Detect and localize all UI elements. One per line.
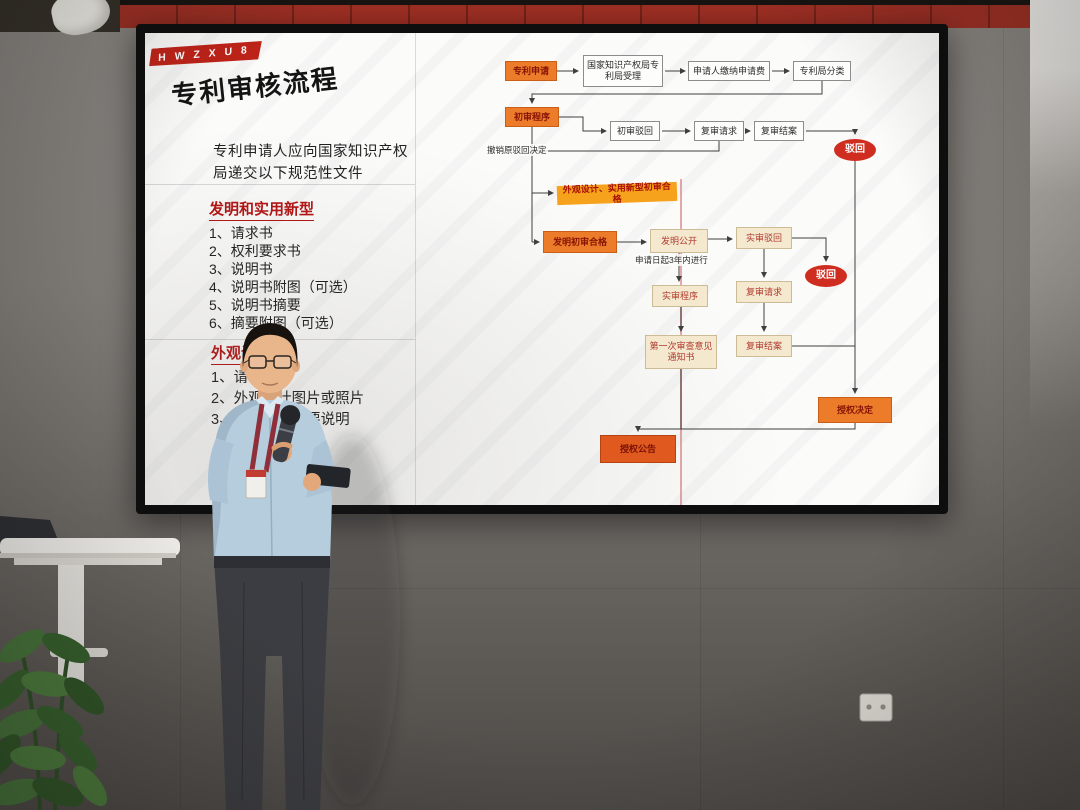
document-list-item: 1、请求书 xyxy=(209,225,273,241)
collar xyxy=(256,396,284,418)
invention-doc-list: 1、请求书 2、权利要求书 3、说明书 4、说明书附图（可选） 5、说明书摘要 6、摘要附… xyxy=(209,224,357,332)
section-heading-invention: 发明和实用新型 xyxy=(209,198,315,221)
shirt xyxy=(212,400,332,562)
slide-divider-horizontal xyxy=(145,184,415,185)
glasses xyxy=(243,355,297,369)
power-outlet xyxy=(859,693,893,722)
trousers xyxy=(214,560,330,810)
microphone xyxy=(272,405,301,463)
standing-desk xyxy=(0,516,180,683)
wall-seam xyxy=(330,588,1080,589)
document-list-item: 4、说明书附图（可选） xyxy=(209,279,357,295)
slide: H W Z X U 8 专利审核流程 专利申请人应向国家知识产权 局递交以下规范… xyxy=(145,33,939,505)
document-list-item: 5、说明书摘要 xyxy=(209,297,301,313)
belt xyxy=(214,556,330,568)
presenter xyxy=(208,323,351,810)
left-arm xyxy=(208,438,234,504)
intro-line-2: 局递交以下规范性文件 xyxy=(213,166,363,183)
document-list-item: 6、摘要附图（可选） xyxy=(209,315,343,331)
flow-arrows xyxy=(529,68,858,432)
lanyard xyxy=(249,403,265,471)
document-list-item: 3、说明书 xyxy=(209,261,273,277)
hair xyxy=(242,323,298,368)
wall-seam xyxy=(700,514,701,810)
document-list-item: 2、权利要求书 xyxy=(209,243,301,259)
mouth xyxy=(261,382,279,386)
red-wall-band xyxy=(118,5,1034,28)
potted-plant xyxy=(0,629,108,810)
wall-seam xyxy=(1003,28,1004,810)
intro-text: 专利申请人应向国家知识产权 局递交以下规范性文件 xyxy=(213,141,408,186)
slide-divider-vertical xyxy=(415,33,416,505)
intro-line-1: 专利申请人应向国家知识产权 xyxy=(213,144,408,160)
presentation-screen: H W Z X U 8 专利审核流程 专利申请人应向国家知识产权 局递交以下规范… xyxy=(136,24,948,514)
white-pillar xyxy=(1030,0,1080,430)
section-invention: 发明和实用新型 1、请求书 2、权利要求书 3、说明书 4、说明书附图（可选） 5、说明… xyxy=(209,198,357,332)
face xyxy=(243,331,297,393)
ceiling-strip xyxy=(0,0,1080,7)
